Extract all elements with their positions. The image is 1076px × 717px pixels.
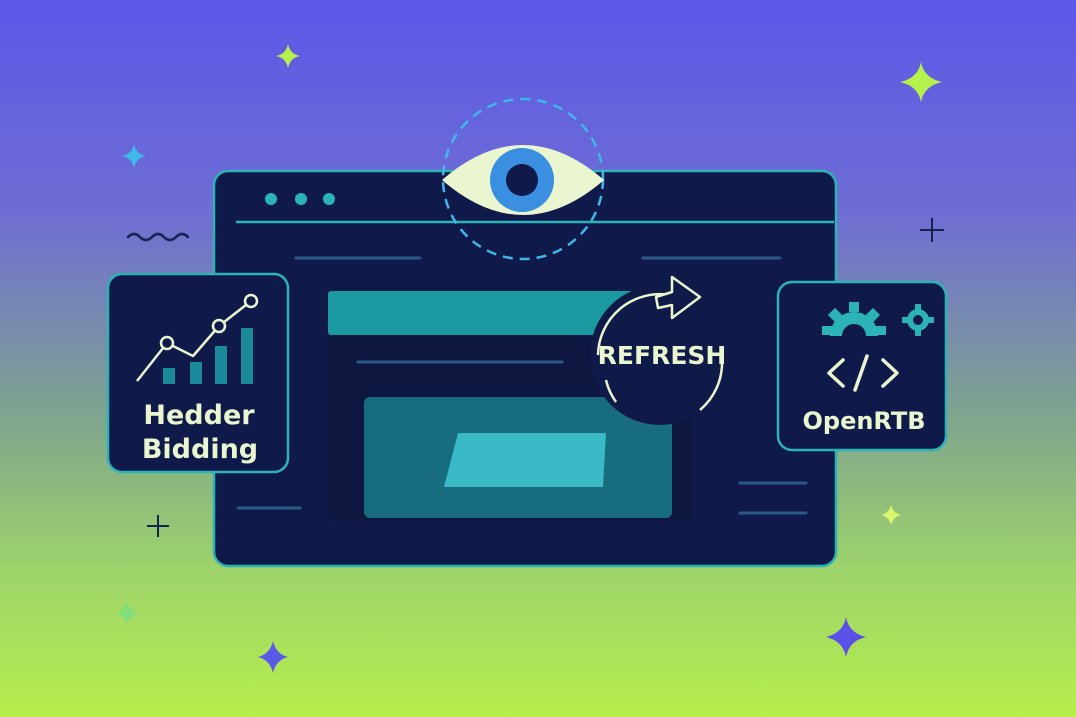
code-brackets-icon: [827, 354, 899, 392]
sparkle-icon: [826, 617, 866, 657]
sparkles: [115, 44, 944, 673]
eye-group: [441, 97, 605, 261]
sparkle-icon: [881, 505, 901, 525]
refresh-badge: REFRESH: [590, 275, 730, 425]
sparkle-icon: [900, 62, 942, 102]
right-card-label: OpenRTB: [802, 407, 925, 435]
window-dot: [295, 193, 307, 205]
ad-creative: [444, 433, 606, 487]
browser-window: [212, 169, 838, 568]
refresh-arc-icon: [604, 379, 618, 403]
refresh-arrow-icon: [654, 275, 702, 320]
sparkle-icon: [122, 144, 146, 168]
plus-icon: [920, 218, 944, 242]
window-dot: [265, 193, 277, 205]
refresh-arc-icon: [699, 359, 724, 411]
wave-icon: [126, 232, 190, 242]
small-gear-icon: [902, 304, 934, 336]
left-card-line1: Hedder: [143, 400, 255, 431]
plus-icon: [147, 515, 169, 537]
sparkle-icon: [258, 641, 288, 673]
bar-chart-icon: [163, 328, 253, 384]
header-bidding-card: Hedder Bidding: [106, 272, 290, 474]
refresh-arc-icon: [596, 292, 671, 356]
large-gear-icon: [822, 302, 886, 336]
left-card-line2: Bidding: [142, 434, 258, 465]
eye-pupil: [506, 164, 538, 196]
trend-line-icon: [136, 300, 252, 382]
refresh-label: REFRESH: [598, 341, 727, 370]
sparkle-icon: [276, 44, 300, 68]
openrtb-card: OpenRTB: [776, 280, 948, 452]
sparkle-icon: [115, 601, 139, 625]
window-dot: [323, 193, 335, 205]
